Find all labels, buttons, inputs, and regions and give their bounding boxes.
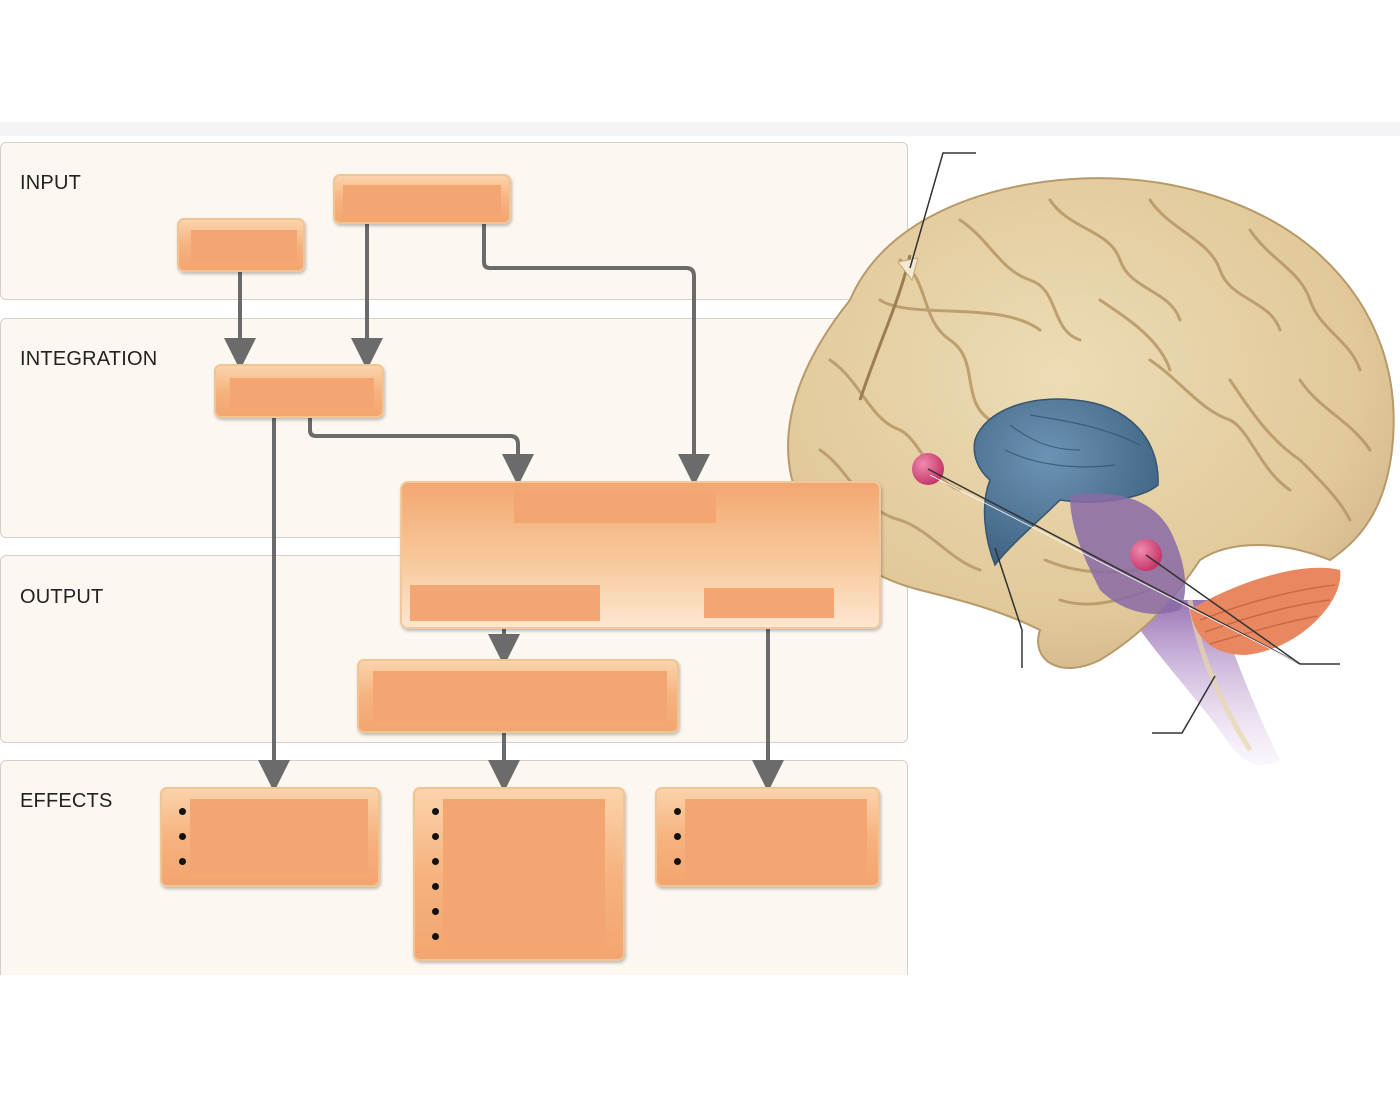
- output-lower-box: [357, 659, 679, 733]
- midbrain: [1070, 493, 1186, 614]
- stage-label-integration: INTEGRATION: [20, 348, 158, 370]
- bullet: [432, 858, 439, 865]
- input-box-top: [333, 174, 511, 224]
- label-blank: [443, 799, 605, 945]
- stage-label-effects: EFFECTS: [20, 790, 113, 812]
- bullet: [432, 808, 439, 815]
- output-center-box: [400, 481, 881, 629]
- effects-box-left: [160, 787, 380, 887]
- bullet: [674, 858, 681, 865]
- bullet: [674, 833, 681, 840]
- bottom-cut: [0, 975, 920, 1005]
- label-blank: [373, 671, 667, 723]
- stage-label-input: INPUT: [20, 172, 81, 194]
- label-blank: [230, 378, 374, 408]
- label-blank-top: [514, 491, 716, 523]
- effects-box-middle: [413, 787, 625, 961]
- bullet: [674, 808, 681, 815]
- bullet: [179, 833, 186, 840]
- bullet: [432, 883, 439, 890]
- effects-box-right: [655, 787, 880, 887]
- label-blank: [685, 799, 867, 881]
- bullet: [432, 933, 439, 940]
- top-band: [0, 122, 1400, 136]
- brain-illustration: [787, 177, 1395, 765]
- label-blank-left: [410, 585, 600, 621]
- label-blank: [191, 230, 297, 262]
- label-blank: [343, 185, 501, 215]
- stage-label-output: OUTPUT: [20, 586, 104, 608]
- bullet: [432, 908, 439, 915]
- integration-box: [214, 364, 384, 418]
- label-blank-right: [704, 588, 834, 618]
- bullet: [432, 833, 439, 840]
- bullet: [179, 858, 186, 865]
- leader-lines: [909, 152, 1340, 734]
- bullet: [179, 808, 186, 815]
- label-blank: [190, 799, 368, 875]
- input-box-left: [177, 218, 305, 272]
- brainstem: [1120, 600, 1280, 765]
- cerebellum: [1190, 567, 1341, 655]
- connectors: [224, 224, 784, 792]
